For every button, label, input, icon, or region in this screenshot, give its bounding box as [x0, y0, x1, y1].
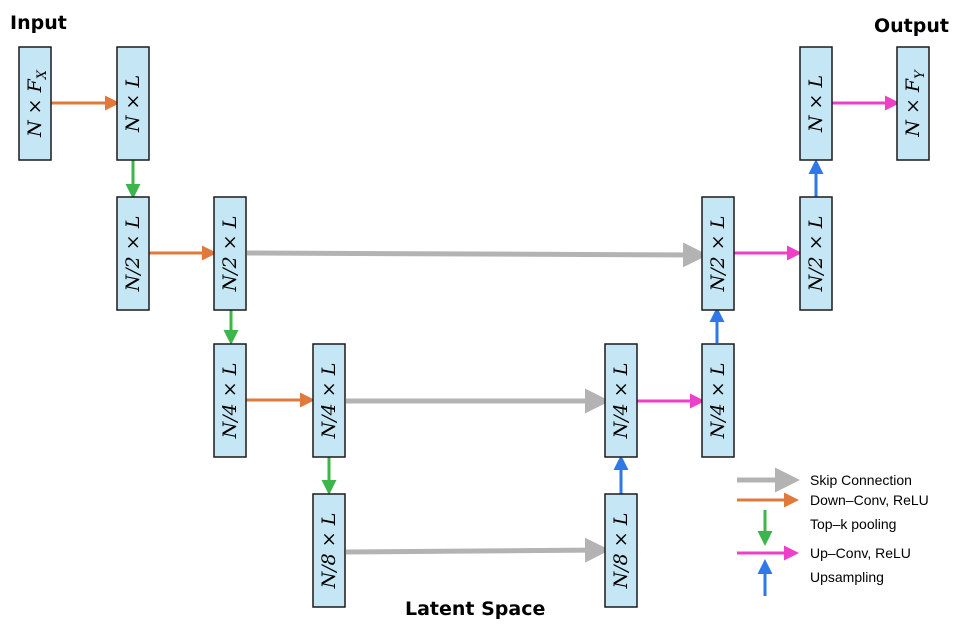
- node-encoder-1: N × L: [116, 46, 150, 161]
- node-decoder-4a-label: N/4 × L: [610, 363, 632, 440]
- input-title: Input: [10, 12, 67, 34]
- node-input: N × FX: [18, 46, 52, 161]
- node-encoder-2b: N/2 × L: [213, 196, 247, 311]
- legend: Skip Connection Down–Conv, ReLU Top–k po…: [737, 467, 929, 596]
- output-title: Output: [874, 15, 949, 37]
- node-encoder-4b: N/4 × L: [312, 343, 346, 458]
- node-decoder-4b-label: N/4 × L: [707, 363, 729, 440]
- node-output-label: N × FY: [902, 69, 928, 138]
- node-latent-right-label: N/8 × L: [610, 513, 632, 590]
- legend-down-conv-label: Down–Conv, ReLU: [810, 492, 929, 508]
- node-encoder-4a: N/4 × L: [213, 343, 247, 458]
- skip-connection-level2: [246, 242, 708, 268]
- node-encoder-2a-label: N/2 × L: [122, 216, 144, 293]
- node-decoder-4b: N/4 × L: [701, 343, 735, 458]
- node-decoder-1: N × L: [799, 46, 833, 161]
- node-decoder-2a: N/2 × L: [701, 196, 735, 311]
- node-encoder-4a-label: N/4 × L: [219, 363, 241, 440]
- node-latent-right: N/8 × L: [604, 493, 638, 608]
- legend-pool-label: Top–k pooling: [810, 516, 896, 532]
- node-encoder-4b-label: N/4 × L: [318, 363, 340, 440]
- node-encoder-2b-label: N/2 × L: [219, 216, 241, 293]
- node-decoder-2b: N/2 × L: [799, 196, 833, 311]
- skip-connection-level8: [345, 537, 610, 563]
- node-decoder-4a: N/4 × L: [604, 343, 638, 458]
- legend-up-conv-label: Up–Conv, ReLU: [810, 545, 911, 561]
- node-decoder-1-label: N × L: [805, 75, 827, 133]
- node-decoder-2b-label: N/2 × L: [805, 216, 827, 293]
- legend-skip-label: Skip Connection: [810, 472, 912, 488]
- node-output: N × FY: [896, 46, 930, 161]
- node-latent-left: N/8 × L: [312, 493, 346, 608]
- legend-upsample-label: Upsampling: [810, 569, 884, 585]
- node-encoder-2a: N/2 × L: [116, 196, 150, 311]
- node-encoder-1-label: N × L: [122, 75, 144, 133]
- connections: [51, 95, 900, 563]
- node-latent-left-label: N/8 × L: [318, 513, 340, 590]
- node-input-label: N × FX: [24, 69, 50, 138]
- latent-space-title: Latent Space: [405, 598, 545, 620]
- node-decoder-2a-label: N/2 × L: [707, 216, 729, 293]
